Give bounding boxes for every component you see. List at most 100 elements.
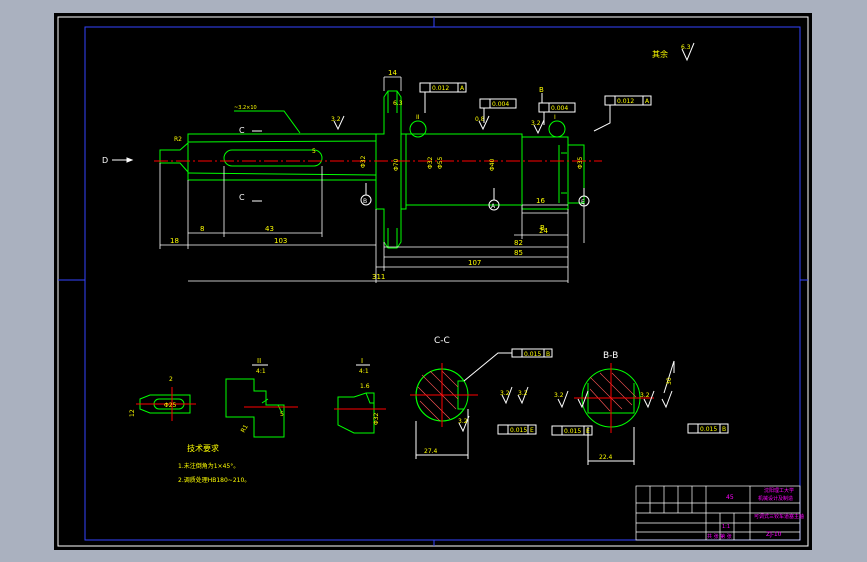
dia-label-1: Φ32	[360, 155, 367, 168]
keyway-r-label: 5	[312, 148, 316, 155]
datum-circles	[360, 183, 590, 211]
roughness-general-value: 6.3	[681, 44, 691, 51]
section-c-top-label: C	[239, 126, 245, 135]
dim-18: 18	[170, 237, 179, 245]
bb-rough-1: 3.2	[554, 392, 564, 399]
dim-85: 85	[514, 249, 523, 257]
tol-4-datum: A	[645, 98, 650, 105]
tolerance-texts-top: 0.012 A 0.004 0.004 0.012 A	[432, 85, 650, 112]
title-drawing-no: ZJ-10	[766, 531, 782, 538]
detail-left-12: 12	[129, 409, 136, 417]
bb-dims	[551, 360, 729, 465]
roughness-note: 其余	[652, 49, 668, 59]
section-c-marks	[252, 130, 262, 202]
cad-drawing: 其余 6.3 D C C Φ32 Φ70 Φ32 Φ5	[57, 16, 809, 547]
tolerance-frames-top	[419, 82, 652, 132]
main-dimension-texts: 18 8 43 103 82 85 107 311 16 24 14	[170, 69, 548, 281]
title-dept: 机械设计及制造	[758, 495, 793, 502]
tech-req-2: 2.调质处理HB180~210。	[178, 476, 250, 484]
cc-rough-3: 3.2	[458, 418, 468, 425]
datum-b-circle: B	[363, 198, 367, 205]
detail-i-ref: I	[554, 114, 556, 121]
cc-bottom-tol-frame	[497, 424, 537, 435]
cc-bottom-tol: 0.015	[510, 427, 527, 434]
title-material: 45	[726, 494, 734, 501]
detail-i-shape	[337, 392, 375, 434]
roughness-2: 0.8	[475, 116, 485, 123]
outer-frame	[57, 16, 809, 547]
inner-border	[84, 26, 801, 541]
title-scale: 1:1	[722, 524, 730, 530]
bb-dim-22: 22.4	[599, 454, 613, 461]
detail-ii-d5: 5	[280, 411, 284, 418]
roughness-symbol-general	[681, 42, 695, 62]
section-cc-title: C-C	[434, 336, 450, 346]
shaft-diameter-labels: Φ32 Φ70 Φ32 Φ55 Φ40 Φ35	[360, 155, 584, 171]
dim-107: 107	[468, 259, 481, 267]
tech-req-title: 技术要求	[187, 443, 219, 453]
bb-tol-right-datum: B	[722, 426, 726, 433]
bb-rough-2: 3.2	[640, 392, 650, 399]
view-d-arrow	[112, 157, 134, 163]
bb-dim-30: 30	[666, 377, 673, 385]
title-sheet: 共 张 第 张	[707, 533, 732, 540]
title-part-name: 可调式三铰车道塞主轴	[754, 513, 804, 520]
keyway-leader-text: ~3.2×10	[234, 105, 257, 111]
datum-b-bottom: B	[540, 224, 545, 232]
roughness-3: 3.2	[531, 120, 541, 127]
dim-8: 8	[200, 225, 204, 233]
cc-bottom-tol-datum: E	[530, 427, 534, 434]
title-block	[635, 485, 801, 541]
title-school: 沈阳理工大学	[764, 487, 794, 494]
bb-tol-left-datum: E	[586, 428, 590, 435]
tol-2: 0.004	[492, 101, 509, 108]
dim-43: 43	[265, 225, 274, 233]
cc-rough-1: 3.2	[500, 390, 510, 397]
datum-e-circle: E	[581, 199, 585, 206]
keyway-leader	[234, 110, 301, 134]
datum-b-top: B	[539, 86, 544, 94]
tol-4: 0.012	[617, 98, 634, 105]
dia-label-2: Φ70	[393, 158, 400, 171]
datum-a-circle: A	[491, 203, 496, 210]
shaft-outline	[159, 90, 585, 249]
roughness-pulley: 6.3	[393, 100, 403, 107]
section-bb-title: B-B	[603, 351, 618, 361]
detail-ii-shape	[225, 378, 285, 438]
cc-rough-2: 3.2	[518, 390, 528, 397]
bb-tol-left: 0.015	[564, 428, 581, 435]
dia-label-4: Φ55	[437, 156, 444, 169]
tech-req-1: 1.未注倒角为1×45°。	[178, 462, 239, 470]
dim-16: 16	[536, 197, 545, 205]
detail-ii-scale: 4:1	[256, 368, 266, 375]
drawing-sheet: 其余 6.3 D C C Φ32 Φ70 Φ32 Φ5	[54, 13, 812, 550]
dia-label-6: Φ35	[577, 156, 584, 169]
dim-82: 82	[514, 239, 523, 247]
main-dimension-lines	[159, 76, 585, 283]
detail-left-2: 2	[169, 376, 173, 383]
detail-i-dia: Φ32	[373, 412, 380, 425]
detail-i-16: 1.6	[360, 383, 370, 390]
roughness-1: 3.2	[331, 116, 341, 123]
detail-ii-ref: II	[416, 114, 420, 121]
roughness-marks	[333, 115, 545, 135]
tol-1-datum: A	[460, 85, 465, 92]
dia-label-5: Φ40	[489, 158, 496, 171]
detail-i-title: I	[361, 357, 363, 365]
dim-103: 103	[274, 237, 287, 245]
detail-ii-r1: R1	[240, 423, 250, 434]
cc-tol-datum: B	[546, 351, 550, 358]
section-c-bottom-label: C	[239, 193, 245, 202]
dia-label-3: Φ32	[427, 156, 434, 169]
tol-3: 0.004	[551, 105, 568, 112]
bb-tol-right: 0.015	[700, 426, 717, 433]
dim-24: 24	[539, 227, 548, 235]
dim-311: 311	[372, 273, 385, 281]
detail-left-dia: Φ25	[164, 402, 177, 409]
cc-dim-27: 27.4	[424, 448, 438, 455]
cc-dims	[415, 348, 553, 459]
cc-tol: 0.015	[524, 351, 541, 358]
detail-i-scale: 4:1	[359, 368, 369, 375]
view-d-label: D	[102, 156, 108, 165]
center-marks	[58, 17, 808, 546]
